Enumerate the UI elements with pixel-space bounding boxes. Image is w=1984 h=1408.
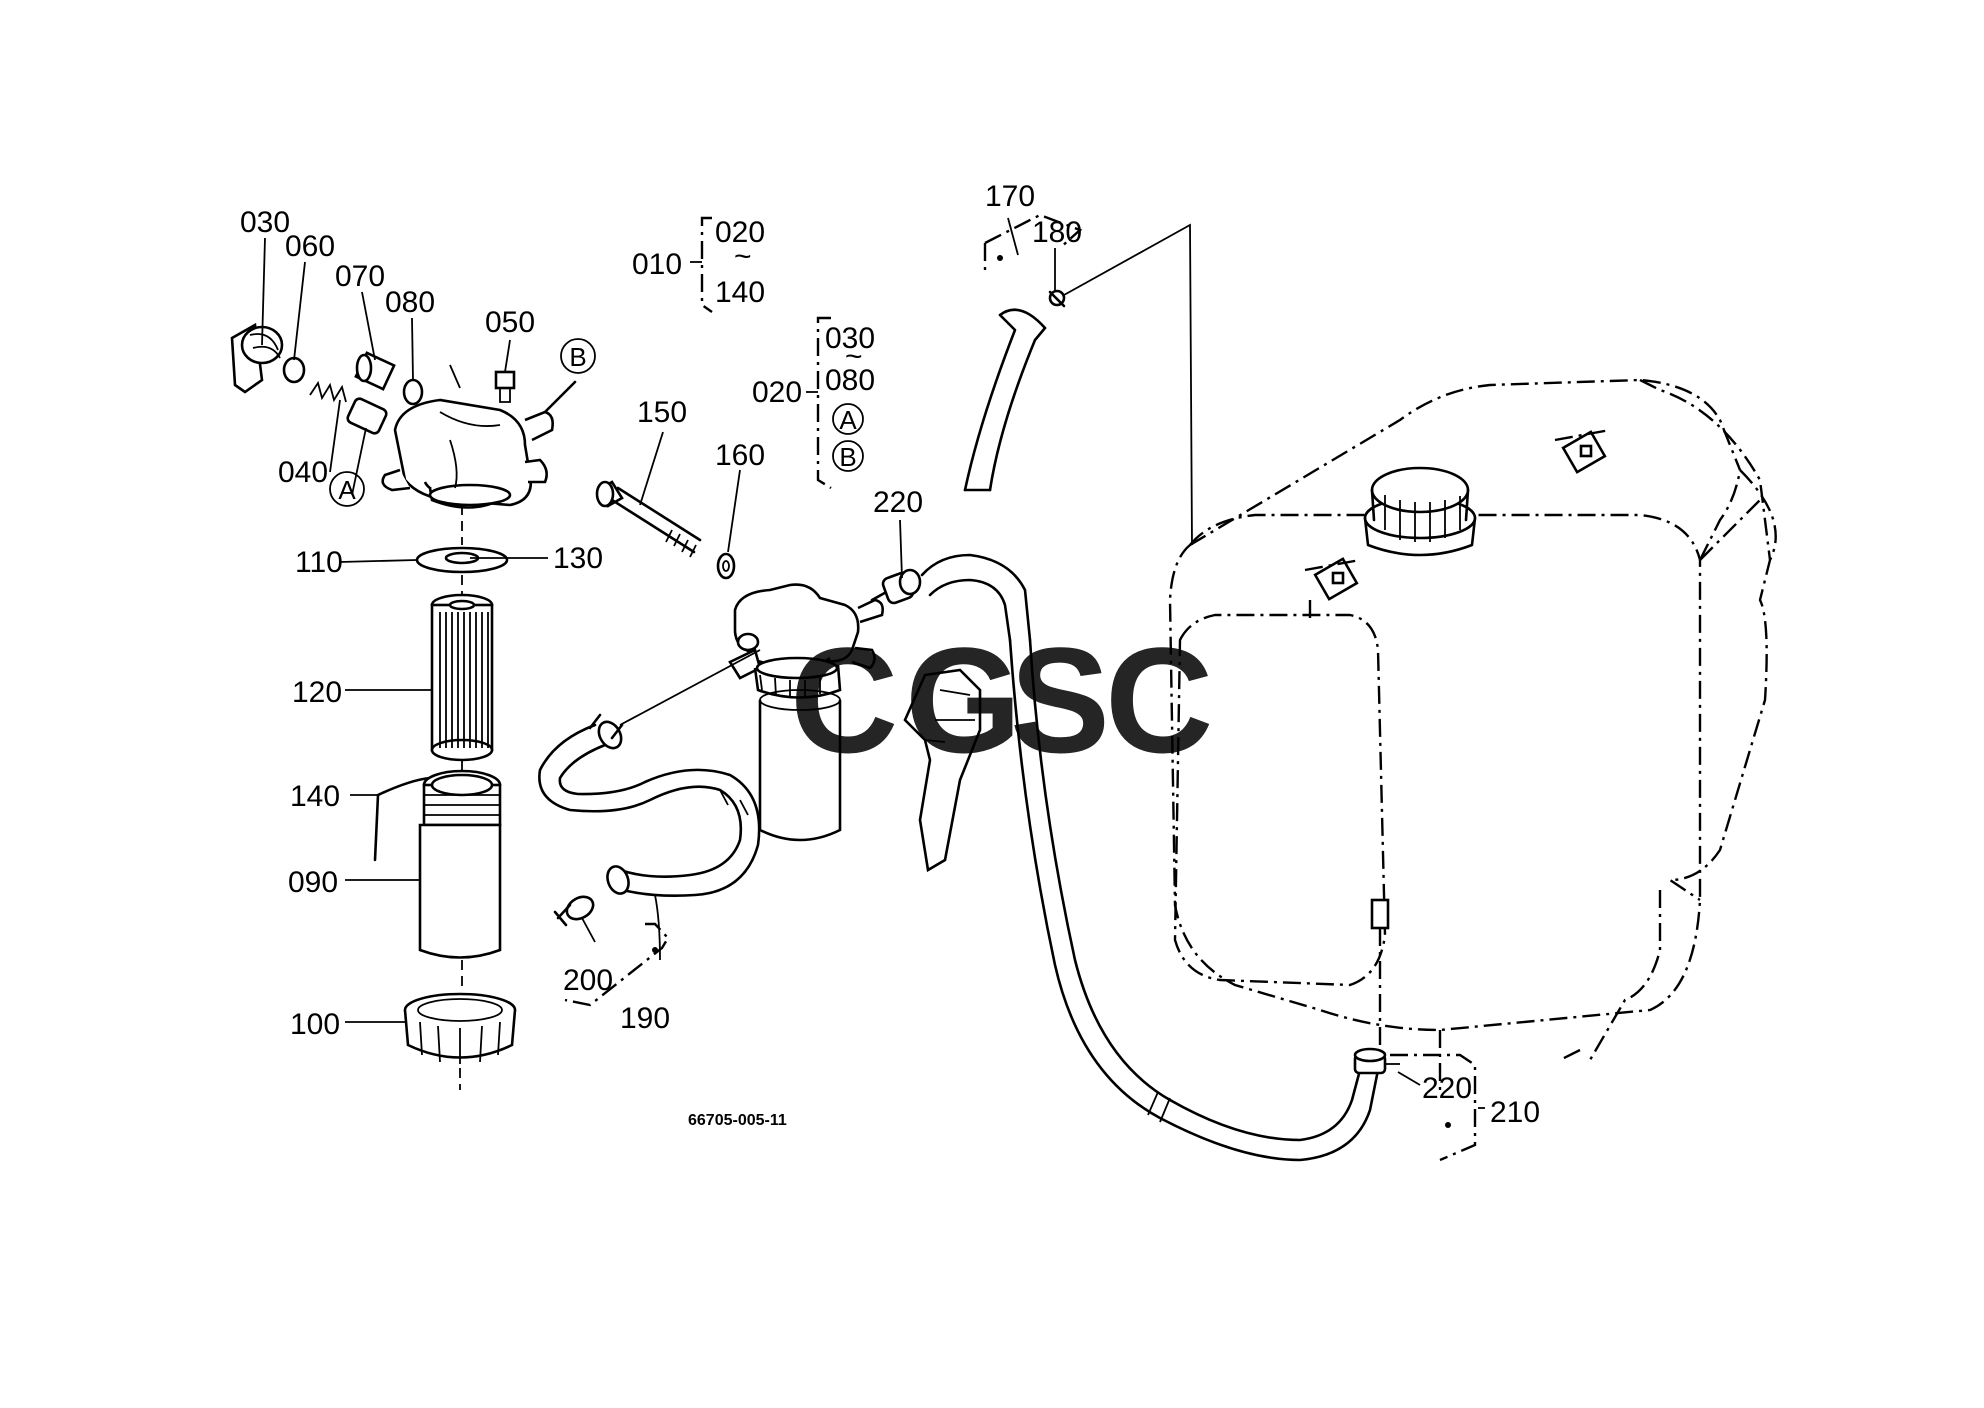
center-filter-head [728,583,884,699]
assembly-010-range: ~ [734,240,752,273]
hose-clip-180 [1048,289,1066,308]
assembly-020-item-030: 030 [825,322,875,355]
callout-200: 200 [563,964,613,997]
marker-b-filter-head: B [560,338,596,374]
tank-outlet-fitting-220 [1353,1047,1400,1075]
assembly-020-label: 020 [752,376,802,409]
watermark-letter-2: G [905,616,1022,784]
screw-050 [494,370,516,403]
callout-060: 060 [285,230,335,263]
plug-070 [354,351,396,391]
callout-190: 190 [620,1002,670,1035]
watermark-letter-3: S [1010,616,1110,784]
tank-cap [1363,466,1477,557]
callout-120: 120 [292,676,342,709]
o-ring-060 [282,356,306,384]
callout-040: 040 [278,456,328,489]
callout-210: 210 [1490,1096,1540,1129]
filter-element-120 [430,593,494,762]
assembly-020-item-080: 080 [825,364,875,397]
svg-text:A: A [839,405,857,435]
callout-220-tank: 220 [1422,1072,1472,1105]
filter-head-body [381,398,554,509]
callout-130: 130 [553,542,603,575]
ring-nut-100 [403,992,517,1064]
assembly-010-label: 010 [632,248,682,281]
watermark-letter-1: C [790,616,898,784]
callout-090: 090 [288,866,338,899]
callout-170: 170 [985,180,1035,213]
outlet-nipple [543,380,577,414]
assembly-020-range: ~ [845,340,863,373]
bolt-150 [595,480,702,558]
hose-clamp-200 [553,895,595,927]
callout-150: 150 [637,396,687,429]
callout-100: 100 [290,1008,340,1041]
hose-clamp-upper [588,713,624,740]
callout-050: 050 [485,306,535,339]
supply-hose [920,553,1380,1162]
o-ring-080 [402,378,424,406]
marker-a-filter-head: A [329,471,365,507]
assembly-010-from: 020 [715,216,765,249]
assembly-010-to: 140 [715,276,765,309]
callout-140: 140 [290,780,340,813]
svg-text:B: B [839,442,856,472]
callout-070: 070 [335,260,385,293]
callout-180: 180 [1032,216,1082,249]
valve-sleeve [346,397,388,435]
svg-text:A: A [338,475,356,505]
spring-040 [309,380,347,403]
leader-lines [261,217,1421,1086]
tank-bracket-rear [1554,428,1611,474]
group-brackets [564,213,1485,1162]
filter-mount-bracket [903,668,982,873]
fuel-cock-lever-030 [230,322,284,394]
watermark-letter-4: C [1105,616,1213,784]
tank-drain-fitting [1370,898,1390,1050]
gasket-110 [415,546,509,574]
callout-030: 030 [240,206,290,239]
filter-head-assembly [230,322,577,509]
watermark-logo: C G S C [790,616,1213,784]
return-pipe-170 [963,223,1193,546]
callout-220-filter: 220 [873,486,923,519]
filter-bowl-090 [418,769,502,959]
marker-b-assembly: B [832,440,864,472]
marker-a-assembly: A [832,403,864,435]
washer-160 [716,552,736,580]
callout-110: 110 [295,546,343,579]
filter-element-stack [373,505,517,1090]
tank-bracket-front [1304,557,1361,620]
callout-080: 080 [385,286,435,319]
banjo-fitting-220 [870,568,922,605]
installed-fuel-filter [595,480,982,873]
center-filter-bowl [758,689,842,842]
figure-code: 66705-005-11 [688,1112,787,1129]
svg-text:B: B [569,342,586,372]
callout-labels: 030 060 070 080 050 040 110 130 120 140 … [240,180,1540,1129]
fuel-tank [1168,378,1777,1090]
callout-160: 160 [715,439,765,472]
